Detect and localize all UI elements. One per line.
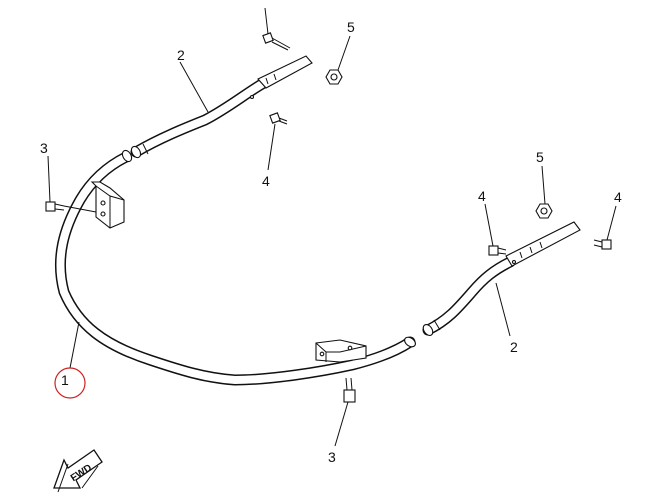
leader-lines <box>47 7 617 447</box>
main-bumper-bar <box>54 149 416 386</box>
bolt-3-bottom <box>343 377 356 403</box>
bolt-4-upper <box>269 112 288 125</box>
callout-3-bottom: 3 <box>328 449 336 465</box>
bolt-4-right-b <box>593 239 612 250</box>
left-mount-bracket <box>90 181 125 229</box>
bolt-3-left <box>45 201 65 212</box>
bolt-4-right-a <box>488 245 507 256</box>
nut-5-right <box>535 203 553 219</box>
fwd-arrow-icon: FWD <box>53 449 103 493</box>
callout-4-right-a: 4 <box>478 188 486 204</box>
callout-5-upper: 5 <box>347 19 355 35</box>
center-mount-bracket <box>315 339 367 363</box>
bolt-upper-top <box>262 32 291 51</box>
nut-5-upper <box>325 69 343 85</box>
callout-4-right-b: 4 <box>614 189 622 205</box>
right-extension-tube <box>422 221 581 336</box>
callout-1: 1 <box>61 372 69 388</box>
callout-2-upper: 2 <box>177 47 185 63</box>
callout-3-left: 3 <box>40 140 48 156</box>
upper-extension-tube <box>130 55 313 159</box>
callout-5-right: 5 <box>536 149 544 165</box>
callout-2-right: 2 <box>510 339 518 355</box>
callout-4-upper: 4 <box>262 173 270 189</box>
highlight-circle <box>54 367 86 399</box>
